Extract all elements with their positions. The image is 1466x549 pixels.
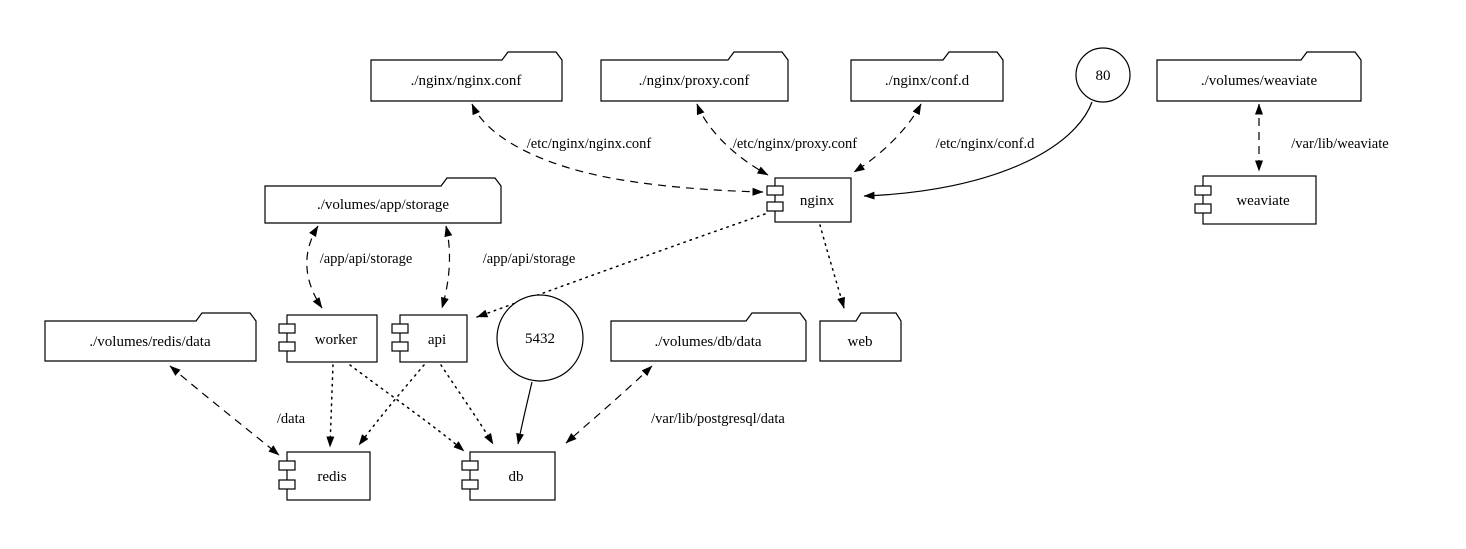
edge-mount-conf-d — [853, 103, 922, 173]
component-port-tab — [1194, 203, 1212, 214]
node-folder-proxy-conf: ./nginx/proxy.conf — [600, 51, 789, 102]
port-circle — [496, 294, 584, 382]
folder-shape — [850, 51, 1004, 102]
edge-mount-redis-data — [169, 365, 280, 456]
node-label: redis — [317, 469, 346, 485]
edge-mount-storage-api — [441, 225, 453, 309]
edge-depends-nginx-api — [476, 213, 766, 318]
node-component-weaviate: weaviate — [1194, 175, 1317, 225]
node-label: 5432 — [525, 331, 555, 347]
node-label: ./nginx/nginx.conf — [411, 73, 522, 89]
node-component-db: db — [461, 451, 556, 501]
edge-label-app-api-storage-worker: /app/api/storage — [320, 251, 413, 267]
edge-depends-nginx-web — [819, 224, 845, 309]
edge-label-etc-nginx-conf-d: /etc/nginx/conf.d — [936, 136, 1035, 152]
component-body — [399, 314, 468, 363]
edge-depends-worker-db — [349, 364, 465, 452]
edge-labels-layer: /etc/nginx/nginx.conf /etc/nginx/proxy.c… — [277, 136, 1389, 427]
edge-depends-worker-redis — [326, 364, 335, 448]
node-label: api — [428, 332, 446, 348]
folder-shape — [264, 177, 502, 224]
edge-mount-storage-worker — [306, 225, 323, 309]
node-label: ./volumes/app/storage — [317, 197, 449, 213]
node-folder-nginx-conf: ./nginx/nginx.conf — [370, 51, 563, 102]
component-port-tab — [1194, 185, 1212, 196]
node-folder-web: web — [819, 312, 902, 362]
folder-shape — [1156, 51, 1362, 102]
node-folder-volumes-weaviate: ./volumes/weaviate — [1156, 51, 1362, 102]
nodes-layer: ./nginx/nginx.conf ./nginx/proxy.conf ./… — [44, 47, 1362, 501]
node-component-worker: worker — [278, 314, 378, 363]
edge-label-etc-nginx-nginx-conf: /etc/nginx/nginx.conf — [527, 136, 652, 152]
component-port-tab — [278, 323, 296, 334]
component-port-tab — [391, 323, 409, 334]
node-component-api: api — [391, 314, 468, 363]
edge-label-data: /data — [277, 411, 306, 427]
folder-shape — [610, 312, 807, 362]
node-label: worker — [315, 332, 357, 348]
edge-mount-db-data — [565, 365, 653, 444]
edge-port-80-nginx — [863, 101, 1093, 200]
node-component-redis: redis — [278, 451, 371, 501]
edge-mount-proxy-conf — [696, 103, 769, 176]
component-port-tab — [766, 201, 784, 212]
node-component-nginx: nginx — [766, 177, 852, 223]
component-body — [286, 451, 371, 501]
node-label: db — [509, 469, 524, 485]
edge-depends-api-db — [440, 364, 494, 445]
edge-label-app-api-storage-api: /app/api/storage — [483, 251, 576, 267]
node-folder-volumes-db-data: ./volumes/db/data — [610, 312, 807, 362]
component-port-tab — [461, 479, 479, 490]
node-label: weaviate — [1236, 193, 1290, 209]
folder-shape — [44, 312, 257, 362]
node-label: web — [848, 334, 873, 350]
edge-label-var-lib-postgresql-data: /var/lib/postgresql/data — [651, 411, 785, 427]
node-folder-volumes-redis-data: ./volumes/redis/data — [44, 312, 257, 362]
folder-shape — [819, 312, 902, 362]
folder-shape — [370, 51, 563, 102]
node-label: ./volumes/db/data — [654, 334, 761, 350]
component-port-tab — [766, 185, 784, 196]
edges-layer — [169, 101, 1263, 456]
node-label: ./volumes/redis/data — [89, 334, 211, 350]
component-body — [774, 177, 852, 223]
edge-port-5432-db — [516, 381, 533, 445]
component-port-tab — [461, 460, 479, 471]
port-circle — [1075, 47, 1131, 103]
component-body — [1202, 175, 1317, 225]
folder-shape — [600, 51, 789, 102]
node-port-5432: 5432 — [496, 294, 584, 382]
node-label: ./volumes/weaviate — [1201, 73, 1318, 89]
edge-depends-api-redis — [358, 364, 425, 446]
node-port-80: 80 — [1075, 47, 1131, 103]
edge-label-var-lib-weaviate: /var/lib/weaviate — [1291, 136, 1388, 152]
edge-mount-nginx-conf — [471, 103, 764, 196]
component-port-tab — [278, 341, 296, 352]
component-port-tab — [278, 460, 296, 471]
node-folder-conf-d: ./nginx/conf.d — [850, 51, 1004, 102]
component-body — [469, 451, 556, 501]
edge-label-etc-nginx-proxy-conf: /etc/nginx/proxy.conf — [733, 136, 857, 152]
component-body — [286, 314, 378, 363]
node-label: ./nginx/proxy.conf — [639, 73, 750, 89]
node-label: nginx — [800, 193, 835, 209]
component-port-tab — [391, 341, 409, 352]
component-port-tab — [278, 479, 296, 490]
node-label: 80 — [1096, 68, 1111, 84]
node-folder-volumes-app-storage: ./volumes/app/storage — [264, 177, 502, 224]
node-label: ./nginx/conf.d — [885, 73, 970, 89]
